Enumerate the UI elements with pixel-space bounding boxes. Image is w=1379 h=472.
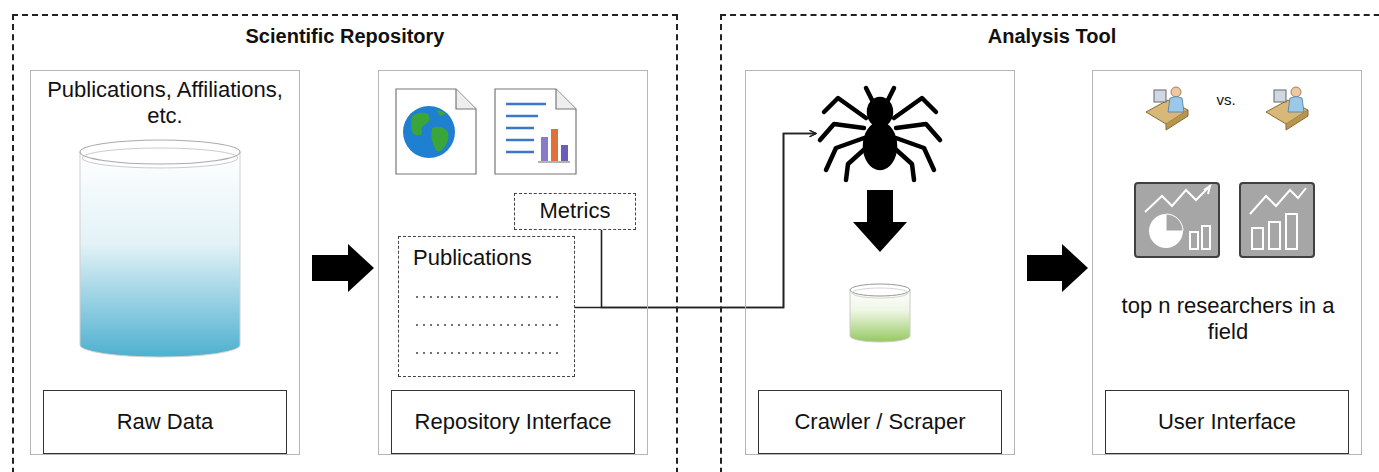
chart-icon <box>1135 183 1219 257</box>
process-arrow <box>312 244 374 292</box>
process-arrow <box>1027 244 1088 292</box>
group-heading: Scientific Repository <box>14 24 676 48</box>
component-panel: Publications, Affiliations, etc. Raw Data <box>30 70 300 455</box>
database-cylinder <box>80 140 240 357</box>
component-panel: Crawler / Scraper <box>745 70 1015 455</box>
group-region: Analysis ToolCrawler / Scraper vs. top n r… <box>720 14 1379 472</box>
group-heading: Analysis Tool <box>722 24 1379 48</box>
caption-box: Raw Data <box>43 390 287 454</box>
caption-box: Crawler / Scraper <box>758 390 1002 454</box>
publications-box: Publications <box>398 236 575 377</box>
data-link <box>575 134 816 308</box>
metrics-box: Metrics <box>514 193 636 230</box>
chart-icon <box>1240 183 1314 257</box>
node-label: vs. <box>1196 91 1256 109</box>
process-arrow <box>853 190 907 252</box>
component-panel: vs. top n researchers in a fieldUser Inte… <box>1092 70 1362 455</box>
caption-box: Repository Interface <box>391 390 635 454</box>
caption-box: User Interface <box>1105 390 1349 454</box>
researcher-icon <box>1146 87 1188 130</box>
report-document-icon <box>495 89 576 174</box>
list-lines <box>416 297 560 353</box>
spider-icon <box>820 88 940 180</box>
database-cylinder <box>850 284 910 342</box>
node-label: Publications, Affiliations, etc. <box>41 77 289 130</box>
group-region: Scientific RepositoryPublications, Affil… <box>12 14 678 472</box>
researcher-icon <box>1266 87 1308 130</box>
node-label: Metrics <box>523 198 627 224</box>
web-document-icon <box>396 89 476 174</box>
component-panel: Repository Interface MetricsPublications <box>378 70 648 455</box>
node-label: top n researchers in a field <box>1118 293 1338 346</box>
node-label: Publications <box>413 245 532 271</box>
